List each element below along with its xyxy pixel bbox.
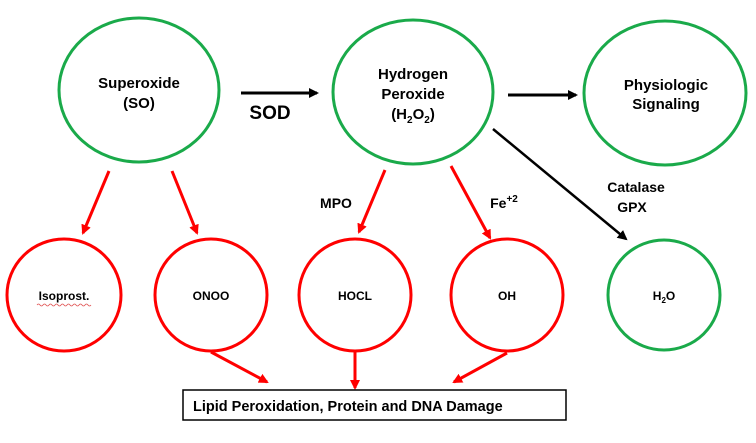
h2o2-to-hocl-arrow xyxy=(357,169,387,234)
catalase-label: Catalase xyxy=(607,179,665,195)
onoo-node xyxy=(153,237,269,353)
h2o2-label-line1: Hydrogen xyxy=(378,66,448,83)
gpx-label: GPX xyxy=(617,199,647,215)
signaling-label-line1: Physiologic xyxy=(624,77,708,94)
catalase-arrow xyxy=(492,128,628,241)
hydrogen-peroxide-node xyxy=(331,18,495,166)
fe-label: Fe+2 xyxy=(490,194,518,211)
onoo-to-outcome-arrow xyxy=(210,350,269,384)
oh-label: OH xyxy=(498,289,516,303)
physiologic-signaling-node xyxy=(582,19,748,167)
h2o2-label-line3: (H2O2) xyxy=(391,106,435,126)
hocl-label: HOCL xyxy=(338,289,372,303)
signaling-label-line2: Signaling xyxy=(632,96,700,113)
hocl-node xyxy=(297,237,413,353)
sod-label: SOD xyxy=(249,103,290,124)
h2o2-to-oh-arrow xyxy=(449,165,492,240)
water-label: H2O xyxy=(653,289,675,305)
superoxide-label-line2: (SO) xyxy=(123,95,155,112)
isoprost-node xyxy=(5,237,123,353)
oh-node xyxy=(449,237,565,353)
mpo-label: MPO xyxy=(320,195,352,211)
isoprost-label: Isoprost. xyxy=(39,289,90,303)
water-node xyxy=(606,238,722,352)
h2o2-label-line2: Peroxide xyxy=(381,86,444,103)
superoxide-to-isoprost-arrow xyxy=(81,170,111,235)
outcome-label: Lipid Peroxidation, Protein and DNA Dama… xyxy=(193,399,503,415)
superoxide-label-line1: Superoxide xyxy=(98,75,180,92)
superoxide-node xyxy=(57,16,221,164)
superoxide-to-onoo-arrow xyxy=(170,170,199,235)
outcome-box xyxy=(182,389,567,421)
onoo-label: ONOO xyxy=(193,289,230,303)
oh-to-outcome-arrow xyxy=(452,351,508,384)
spellcheck-underline xyxy=(36,303,92,307)
